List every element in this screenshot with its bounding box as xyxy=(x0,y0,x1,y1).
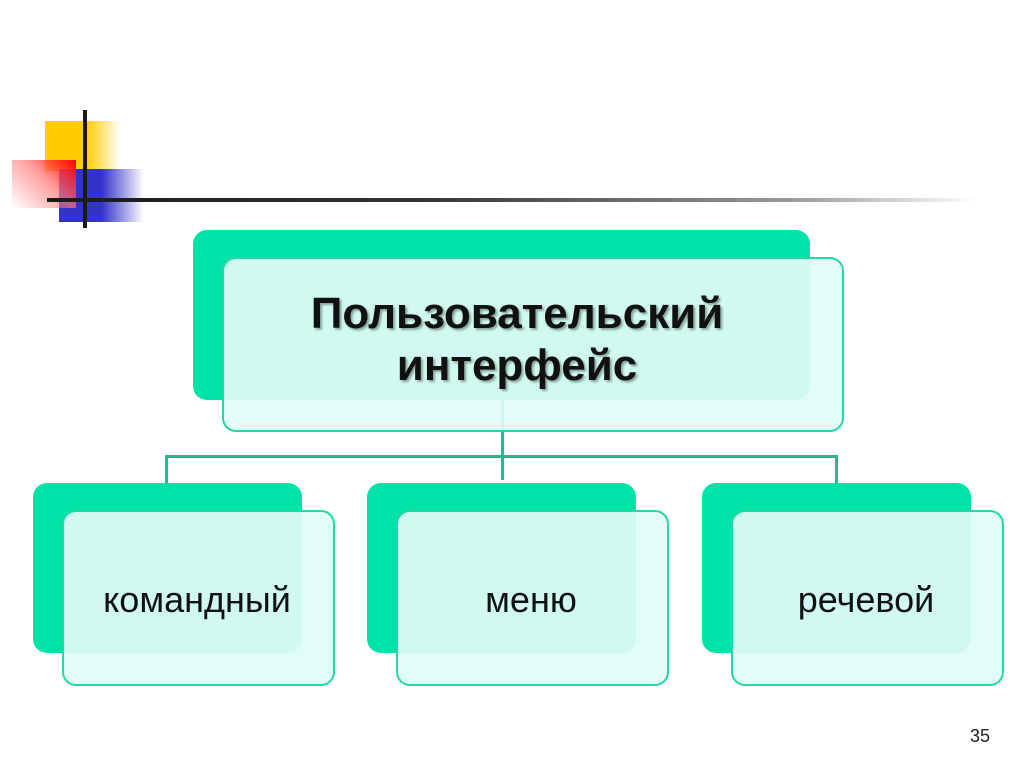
root-node-front xyxy=(222,257,844,432)
title-divider-line xyxy=(47,198,977,202)
connector-right xyxy=(835,455,838,485)
root-node-label: Пользовательский интерфейс xyxy=(222,280,812,400)
connector-root xyxy=(501,400,504,480)
page-number: 35 xyxy=(969,726,991,746)
decor-vertical-line xyxy=(83,110,87,228)
child-node-front xyxy=(62,510,335,686)
connector-left xyxy=(165,455,168,485)
root-label-line1: Пользовательский xyxy=(310,289,724,338)
child-node-label: меню xyxy=(485,579,577,620)
child-node-label: речевой xyxy=(797,579,935,620)
connector-horizontal xyxy=(165,455,838,458)
child-node-front xyxy=(731,510,1004,686)
root-label-line2: интерфейс xyxy=(396,341,638,390)
child-node-front xyxy=(396,510,669,686)
child-node-label: командный xyxy=(103,579,291,620)
